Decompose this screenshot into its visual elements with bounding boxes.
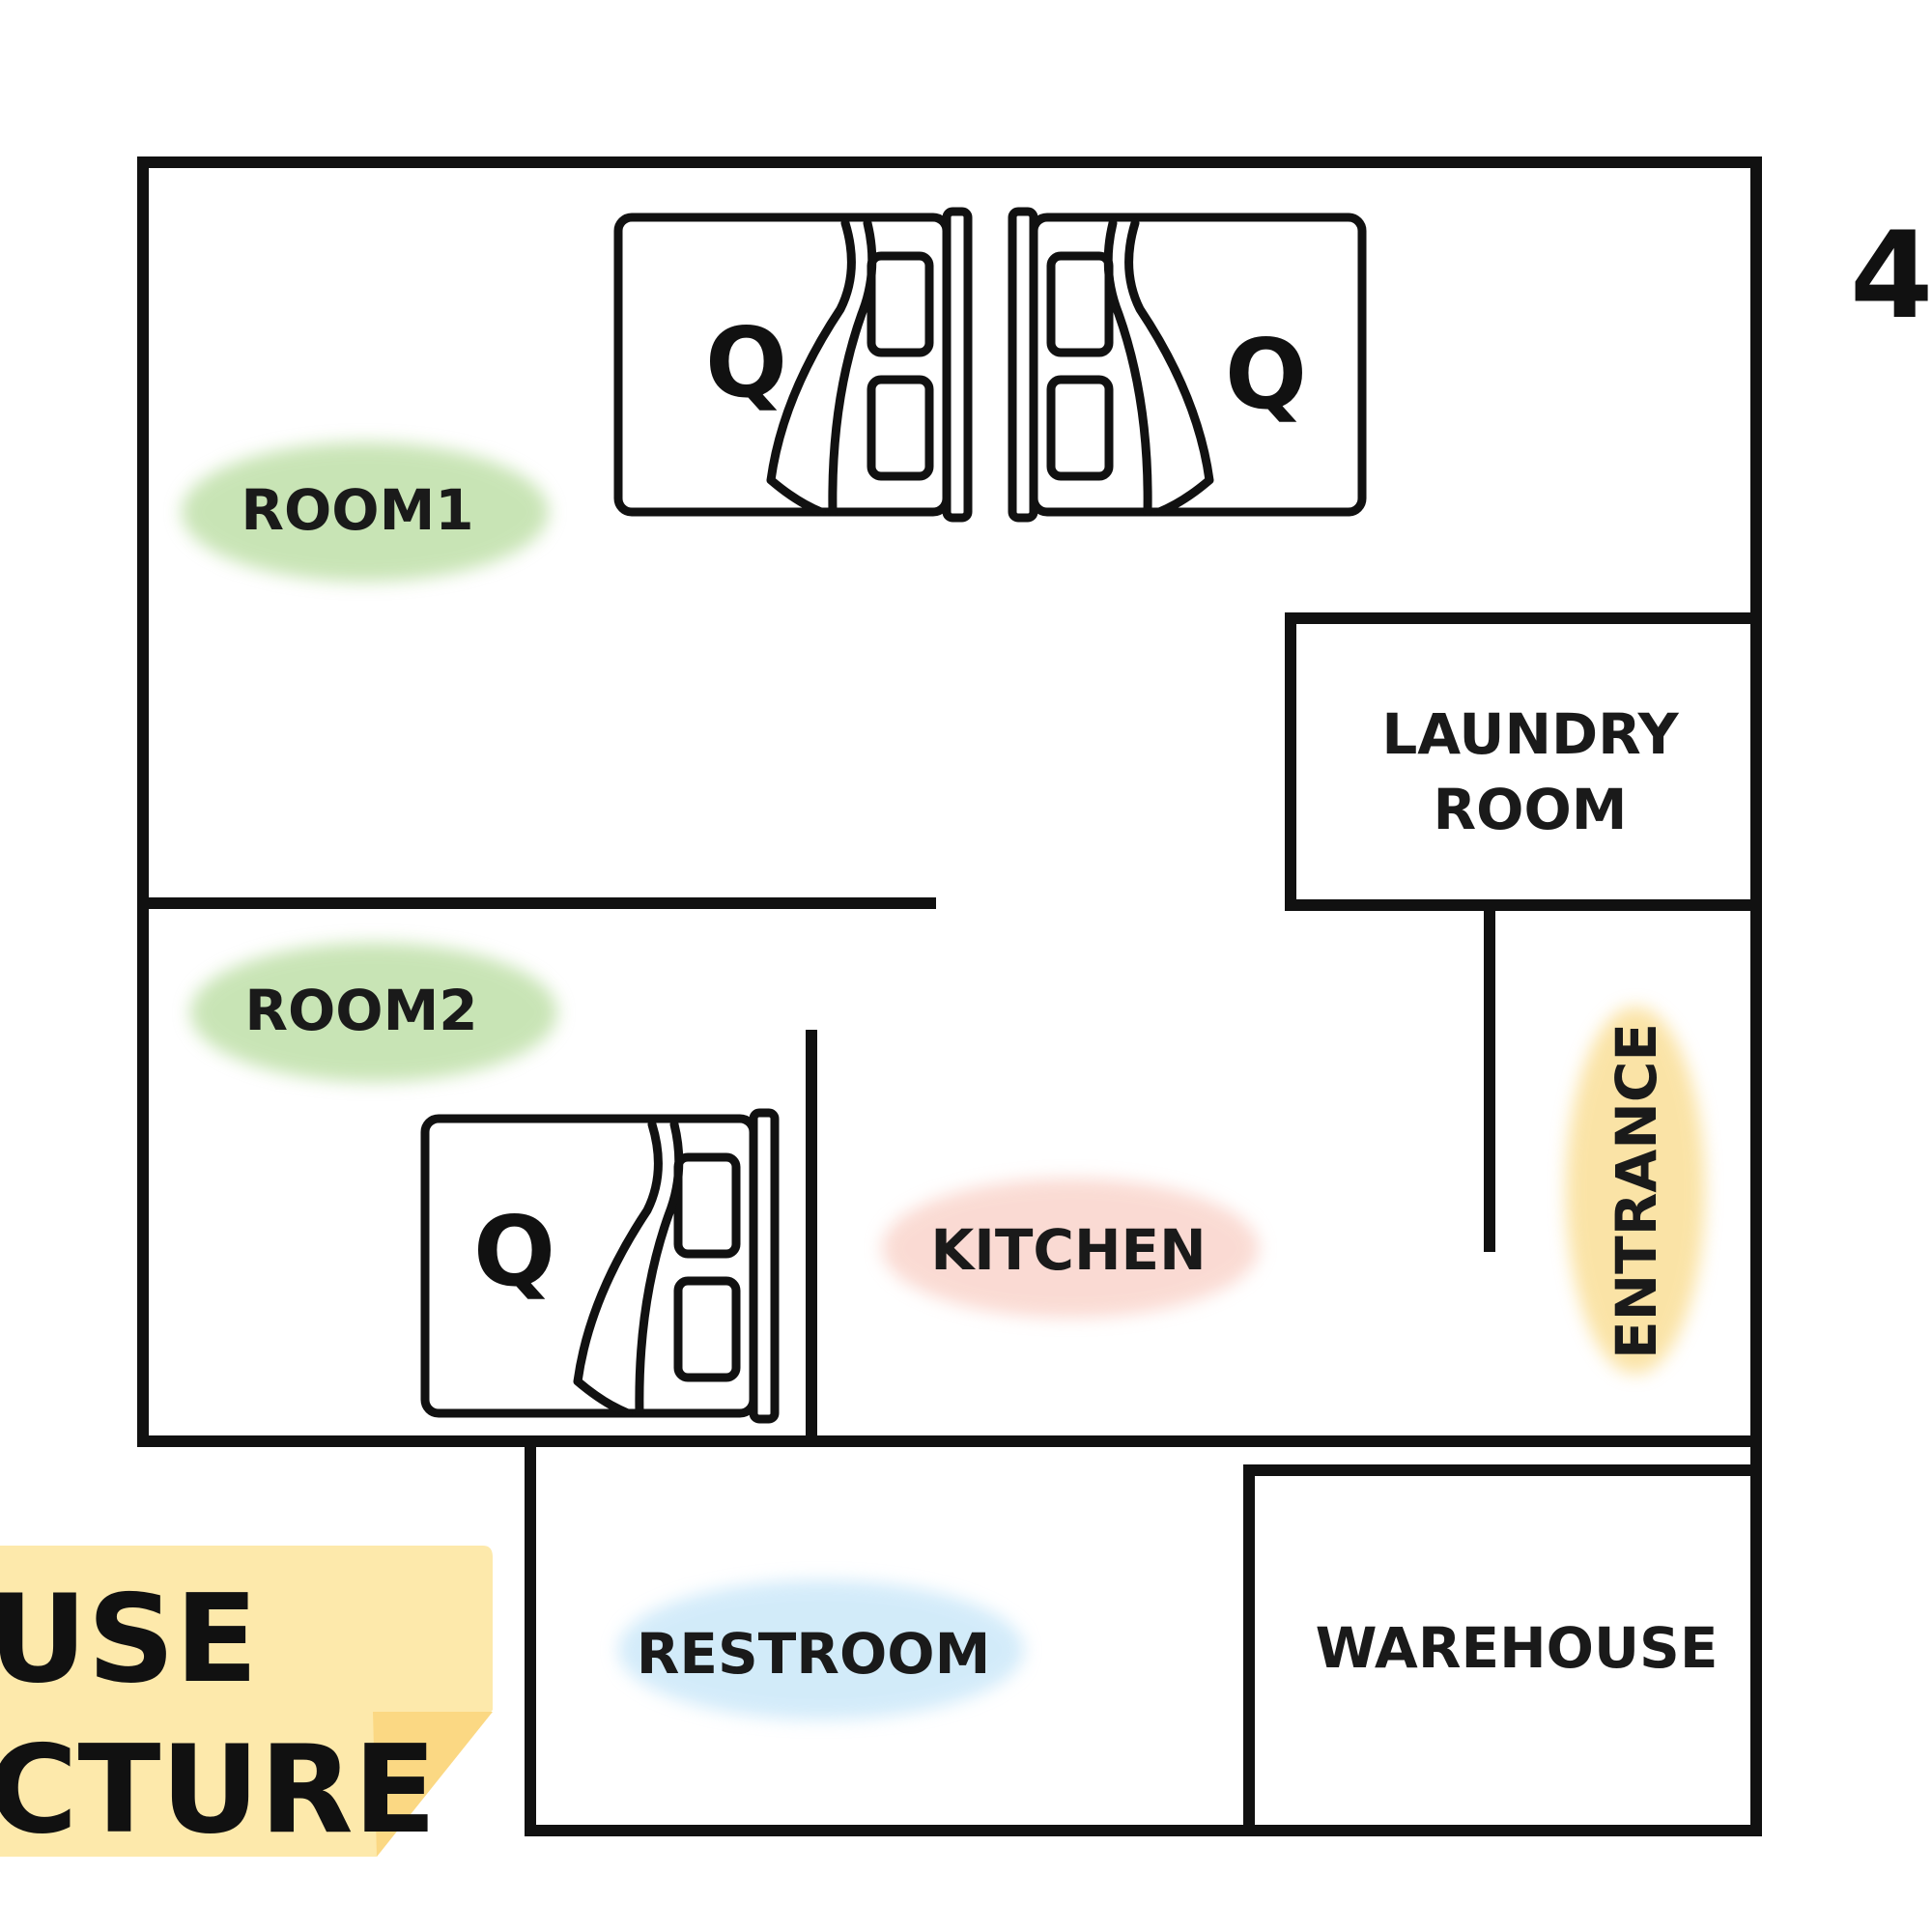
restroom-highlight (618, 1580, 1024, 1719)
bed-size-label: Q (1225, 318, 1307, 431)
room1-label: ROOM1 (241, 477, 473, 543)
room2-label: ROOM2 (244, 978, 477, 1043)
entrance-label: ENTRANCE (1604, 1023, 1669, 1359)
title-sticky-note: USE CTURE (0, 1546, 493, 1861)
bed-size-label: Q (705, 306, 787, 419)
bed-size-label: Q (473, 1195, 555, 1308)
entrance-highlight (1566, 1007, 1705, 1374)
laundry-wall (1285, 612, 1762, 911)
queen-bed-icon (1008, 207, 1367, 523)
title-line-2: CTURE (0, 1719, 437, 1861)
room1-highlight (182, 442, 549, 582)
queen-bed-icon (420, 1108, 780, 1424)
kitchen-label: KITCHEN (930, 1217, 1206, 1283)
walls (137, 156, 1762, 1836)
room2-highlight (190, 943, 557, 1082)
sticky-note-paper (0, 1546, 493, 1857)
bed-room1-left: Q (613, 207, 973, 523)
laundry-label-line2: ROOM (1434, 777, 1628, 842)
restroom-label: RESTROOM (637, 1621, 991, 1687)
bed-room1-right (1008, 207, 1367, 523)
lower-outer-wall (525, 1435, 1762, 1836)
kitchen-highlight (882, 1179, 1259, 1318)
page-number: 4 (1850, 207, 1932, 346)
laundry-label-line1: LAUNDRY (1381, 701, 1679, 767)
warehouse-wall (1243, 1464, 1762, 1836)
queen-bed-icon (613, 207, 973, 523)
title-line-1: USE (0, 1568, 258, 1710)
sticky-note-fold (373, 1712, 493, 1857)
bed-room2: Q (420, 1108, 780, 1424)
warehouse-label: WAREHOUSE (1316, 1615, 1719, 1681)
